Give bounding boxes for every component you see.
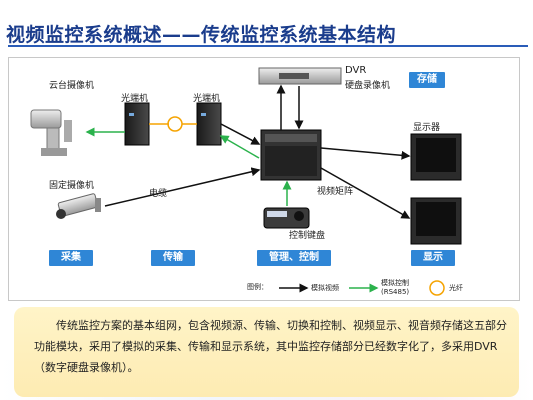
dvr-sub-label: 硬盘录像机 [345,81,391,91]
legend-control-label: 模拟控制 [381,279,409,287]
control-keyboard-label: 控制键盘 [289,231,326,241]
fiber-coil-icon [149,116,197,132]
optical-transceiver-2-icon [196,102,222,146]
title-divider [8,45,528,47]
diagram-canvas [30,67,462,296]
control-keyboard-icon [263,207,310,229]
monitor-label: 显示器 [413,123,441,133]
legend-fiber-label: 光纤 [449,284,463,292]
monitor-2-icon [410,197,462,245]
stage-acquire-badge: 采集 [49,250,93,266]
stage-display-badge: 显示 [411,250,455,266]
optical-transceiver-1-label: 光端机 [121,94,149,104]
video-matrix-label: 视频矩阵 [317,187,354,197]
cable-label: 电缆 [149,189,168,199]
stage-transmit-badge: 传输 [151,250,195,266]
monitor-1-icon [410,133,462,181]
control-connections [85,127,292,206]
page-title: 视频监控系统概述——传统监控系统基本结构 [6,24,397,46]
description-text: 传统监控方案的基本组网，包含视频源、传输、切换和控制、视频显示、视音频存储这五部… [34,319,507,374]
legend-control-sub-label: (RS485) [381,288,410,296]
description-box: 传统监控方案的基本组网，包含视频源、传输、切换和控制、视频显示、视音频存储这五部… [14,307,519,397]
dvr-icon [258,67,342,85]
fixed-camera-label: 固定摄像机 [49,181,95,191]
storage-badge: 存储 [409,72,445,88]
fixed-camera-icon [56,193,101,219]
legend-video-label: 模拟视频 [311,284,339,292]
optical-transceiver-1-icon [124,102,150,146]
stage-manage-badge: 管理、控制 [257,250,331,266]
ptz-camera-icon [30,109,72,156]
legend-symbols [279,280,445,296]
legend-title: 图例： [247,283,268,291]
ptz-camera-label: 云台摄像机 [49,81,95,91]
dvr-label: DVR [345,65,367,76]
video-matrix-icon [260,129,322,181]
video-connections [104,84,411,219]
architecture-diagram: 云台摄像机 固定摄像机 光端机 光端机 电缆 DVR 硬盘录像机 存储 显示器 … [8,57,520,301]
optical-transceiver-2-label: 光端机 [193,94,221,104]
